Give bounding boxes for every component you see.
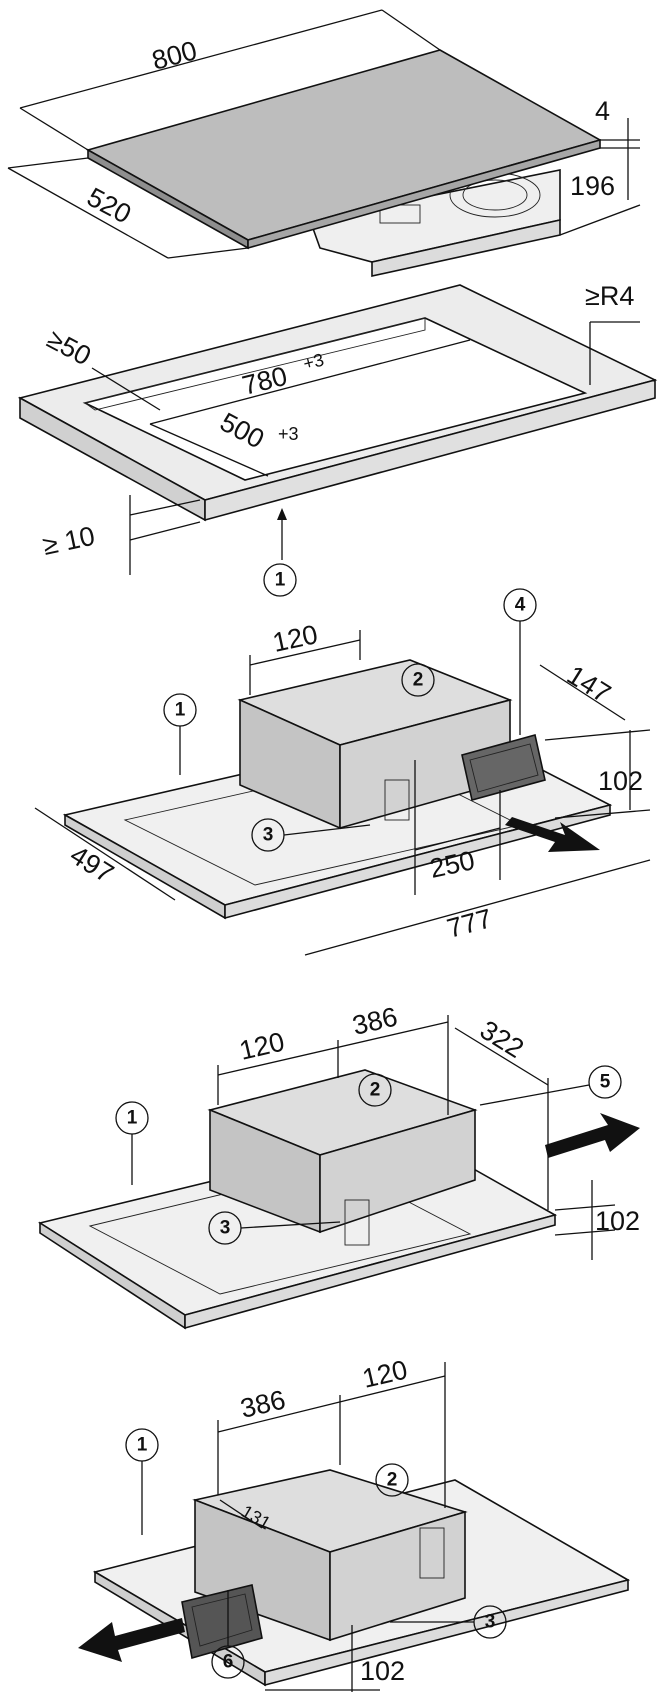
- callout-c-6-label: 6: [223, 1652, 234, 1673]
- dim-a-147: 147: [562, 660, 616, 709]
- dim-min-10: ≥ 10: [40, 521, 97, 561]
- callout-1-label: 1: [275, 570, 286, 591]
- callout-b-1-label: 1: [127, 1108, 138, 1129]
- duct-outlet-a: [461, 734, 546, 801]
- callout-b-5-label: 5: [600, 1072, 611, 1093]
- callout-b-2-label: 2: [370, 1080, 381, 1101]
- variant-a-panel: 120 147 102 250 497 777 1 2 3 4: [34, 588, 651, 956]
- dim-min-50: ≥50: [42, 324, 96, 372]
- dim-c-120: 120: [360, 1354, 411, 1393]
- dim-radius: ≥R4: [585, 281, 634, 311]
- callout-b-2: [358, 1073, 392, 1107]
- dim-196: 196: [570, 171, 615, 201]
- dim-4: 4: [595, 96, 610, 126]
- callout-a-1-label: 1: [175, 700, 186, 721]
- dim-500-tol: +3: [278, 424, 299, 444]
- callout-c-3-label: 3: [485, 1612, 496, 1633]
- callout-b-3-label: 3: [220, 1218, 231, 1239]
- airflow-arrow-c: [78, 1618, 185, 1662]
- dim-c-386: 386: [238, 1384, 289, 1423]
- variant-c-panel: 386 120 131 102 1 2 3 6: [78, 1354, 631, 1692]
- airflow-arrow-b: [545, 1113, 640, 1158]
- callout-1: [263, 563, 297, 597]
- callout-a-2: [401, 663, 435, 697]
- variant-b-panel: 120 386 322 102 1 2 3 5: [37, 1001, 640, 1330]
- dim-800: 800: [149, 35, 200, 76]
- dim-c-102: 102: [360, 1656, 405, 1686]
- cutout-panel: ≥50 780 +3 500 +3 ≥R4 ≥ 10 1: [17, 281, 658, 597]
- dim-b-120: 120: [237, 1026, 288, 1065]
- callout-b-5: [588, 1065, 622, 1099]
- dim-b-102: 102: [595, 1206, 640, 1236]
- callout-a-2-label: 2: [413, 670, 424, 691]
- hob-panel: 800 520 4 196: [7, 9, 641, 277]
- callout-a-3-label: 3: [263, 825, 274, 846]
- dim-520: 520: [82, 182, 136, 230]
- dim-a-120: 120: [270, 619, 320, 658]
- callout-c-1-label: 1: [137, 1435, 148, 1456]
- callout-c-2: [375, 1463, 409, 1497]
- callout-a-4-label: 4: [515, 595, 526, 616]
- dim-780-tol: +3: [301, 350, 326, 374]
- duct-outlet-c: [181, 1584, 263, 1660]
- callout-c-2-label: 2: [387, 1470, 398, 1491]
- airflow-arrow-a: [505, 817, 600, 852]
- dim-b-322: 322: [475, 1015, 529, 1064]
- dim-a-777: 777: [444, 903, 495, 944]
- dim-a-102: 102: [598, 766, 643, 796]
